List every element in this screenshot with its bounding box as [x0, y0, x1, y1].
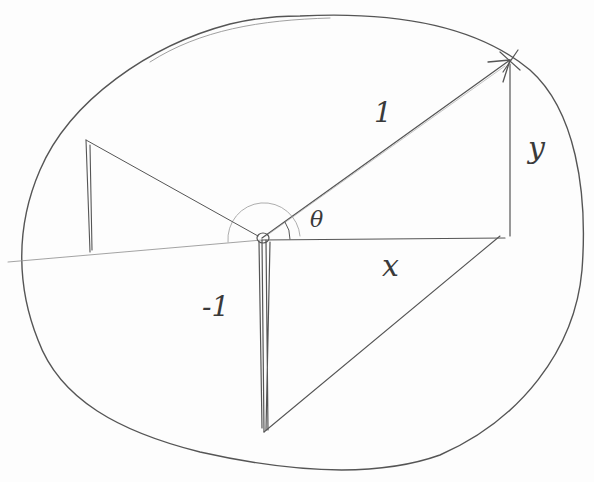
radius-line-retrace [266, 66, 505, 236]
axis-label: θ [308, 208, 325, 232]
axis-label: 1 [372, 98, 394, 128]
down-line [259, 240, 270, 432]
upper-left-vertical [86, 140, 92, 252]
arrow-head [488, 60, 510, 82]
x-axis [8, 240, 262, 262]
axis-label: -1 [200, 292, 231, 322]
y-line [509, 64, 510, 236]
angle-arc [285, 222, 290, 239]
axis-label: y [526, 132, 547, 164]
upper-left-line [86, 140, 258, 236]
x-segment [262, 238, 505, 240]
outer-outline [22, 15, 584, 470]
radius-line [262, 60, 510, 238]
outer-outline-retrace [150, 18, 330, 62]
axis-label: x [380, 250, 401, 282]
diagonal-line [264, 236, 500, 432]
center-arc [228, 203, 300, 242]
